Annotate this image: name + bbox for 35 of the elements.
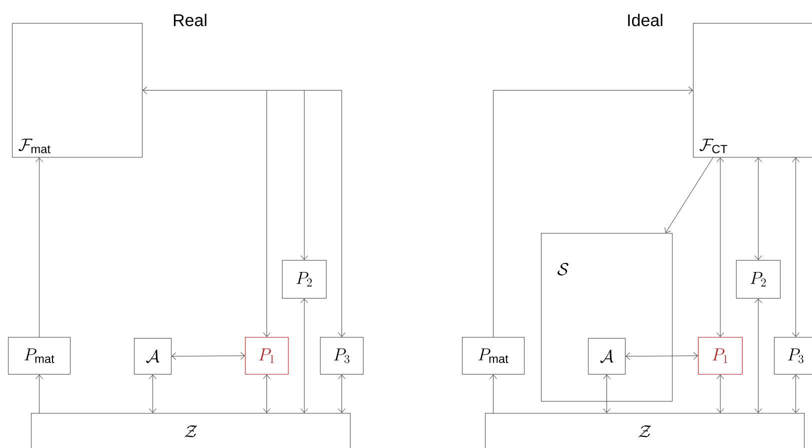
party-box: $P_{3}$ <box>774 337 812 374</box>
party-box: $P_{1}$ <box>245 337 288 374</box>
adversary-box: $\mathcal{A}$ <box>134 338 172 374</box>
arrow <box>754 298 762 413</box>
arrow <box>172 352 245 360</box>
arrow <box>300 298 308 413</box>
party-box: $P_{2}$ <box>282 260 326 298</box>
arrow <box>493 86 693 338</box>
arrow <box>263 374 270 413</box>
party-box: $P_{2}$ <box>736 260 780 298</box>
arrow <box>664 157 714 233</box>
arrow <box>142 86 346 337</box>
functionality-box: $\mathcal{F}_{\text{mat}}$ <box>12 23 142 158</box>
arrow <box>36 158 43 338</box>
adversary-box: $\mathcal{A}$ <box>588 338 626 374</box>
arrow <box>149 374 156 413</box>
arrow <box>36 374 43 414</box>
party-box: $P_{\text{mat}}$ <box>462 337 524 374</box>
arrow <box>792 374 800 413</box>
arrow <box>716 374 724 413</box>
functionality-box: $\mathcal{F}_{\text{CT}}$ <box>693 23 812 158</box>
environment-box: $\mathcal{Z}$ <box>31 413 350 448</box>
arrow <box>490 374 497 414</box>
party-box: $P_{3}$ <box>320 337 364 374</box>
arrow <box>603 374 610 413</box>
arrow <box>792 158 800 337</box>
arrow <box>754 158 762 260</box>
arrow <box>626 352 698 360</box>
party-box: $P_{1}$ <box>698 337 742 374</box>
arrow <box>716 158 724 337</box>
party-box: $P_{\text{mat}}$ <box>8 337 70 374</box>
environment-box: $\mathcal{Z}$ <box>485 413 804 448</box>
panel-title: Ideal <box>628 14 662 26</box>
arrow <box>338 374 346 413</box>
panel-title: Real <box>174 14 206 26</box>
